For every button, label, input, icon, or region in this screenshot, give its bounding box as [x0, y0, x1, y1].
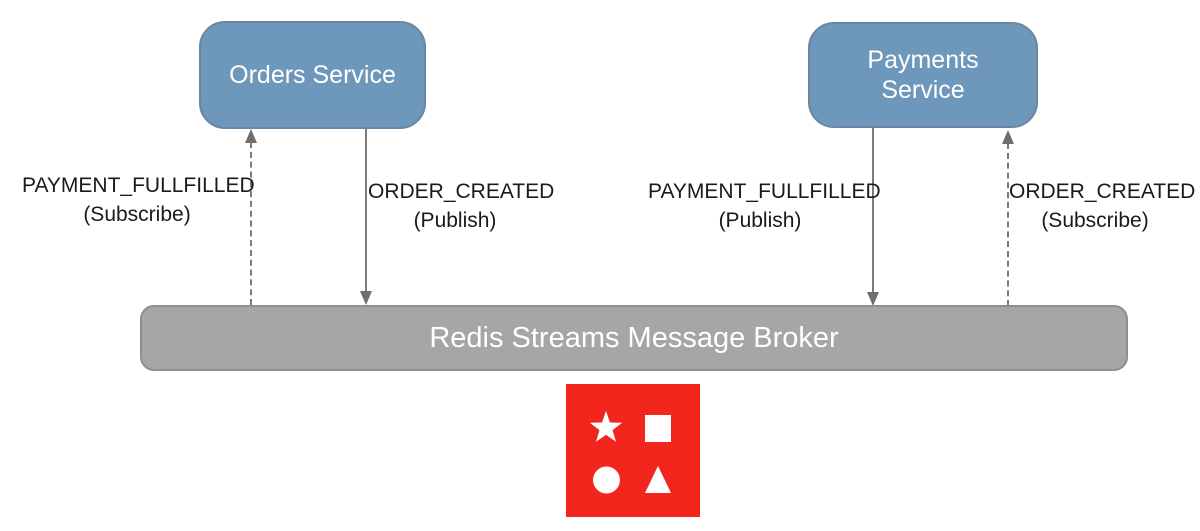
arrow-down-icon	[360, 291, 372, 305]
circle-icon	[593, 466, 620, 494]
edge-label-order-created-publish: ORDER_CREATED (Publish)	[368, 177, 555, 235]
redis-shapes-logo	[566, 384, 700, 517]
payments-service-node[interactable]: Payments Service	[808, 22, 1038, 128]
edge-mode-text: (Subscribe)	[83, 203, 191, 226]
publish-arrow-line-orders	[365, 129, 367, 293]
arrow-up-icon	[1002, 130, 1014, 144]
square-icon	[645, 415, 671, 442]
edge-event-text: PAYMENT_FULLFILLED	[648, 180, 881, 203]
redis-broker-node[interactable]: Redis Streams Message Broker	[140, 305, 1128, 371]
edge-mode-text: (Publish)	[718, 209, 802, 232]
star-icon	[589, 411, 623, 442]
edge-event-text: ORDER_CREATED	[1009, 180, 1196, 203]
orders-service-label: Orders Service	[229, 61, 396, 89]
arrow-down-icon	[867, 292, 879, 306]
arrow-up-icon	[245, 129, 257, 143]
edge-mode-text: (Publish)	[413, 209, 497, 232]
edge-event-text: ORDER_CREATED	[368, 180, 555, 203]
orders-service-node[interactable]: Orders Service	[199, 21, 426, 129]
edge-mode-text: (Subscribe)	[1041, 209, 1149, 232]
broker-label: Redis Streams Message Broker	[429, 321, 839, 354]
edge-label-payment-fullfilled-publish: PAYMENT_FULLFILLED (Publish)	[648, 177, 881, 235]
publish-arrow-line-payments	[872, 127, 874, 293]
edge-label-order-created-subscribe: ORDER_CREATED (Subscribe)	[1009, 177, 1196, 235]
triangle-icon	[645, 466, 671, 493]
subscribe-arrow-line-payments	[1007, 143, 1009, 306]
logo-background	[566, 384, 700, 517]
edge-label-payment-fullfilled-subscribe: PAYMENT_FULLFILLED (Subscribe)	[22, 171, 255, 229]
subscribe-arrow-line-orders	[250, 142, 252, 305]
edge-event-text: PAYMENT_FULLFILLED	[22, 174, 255, 197]
payments-service-label: Payments Service	[867, 46, 979, 104]
